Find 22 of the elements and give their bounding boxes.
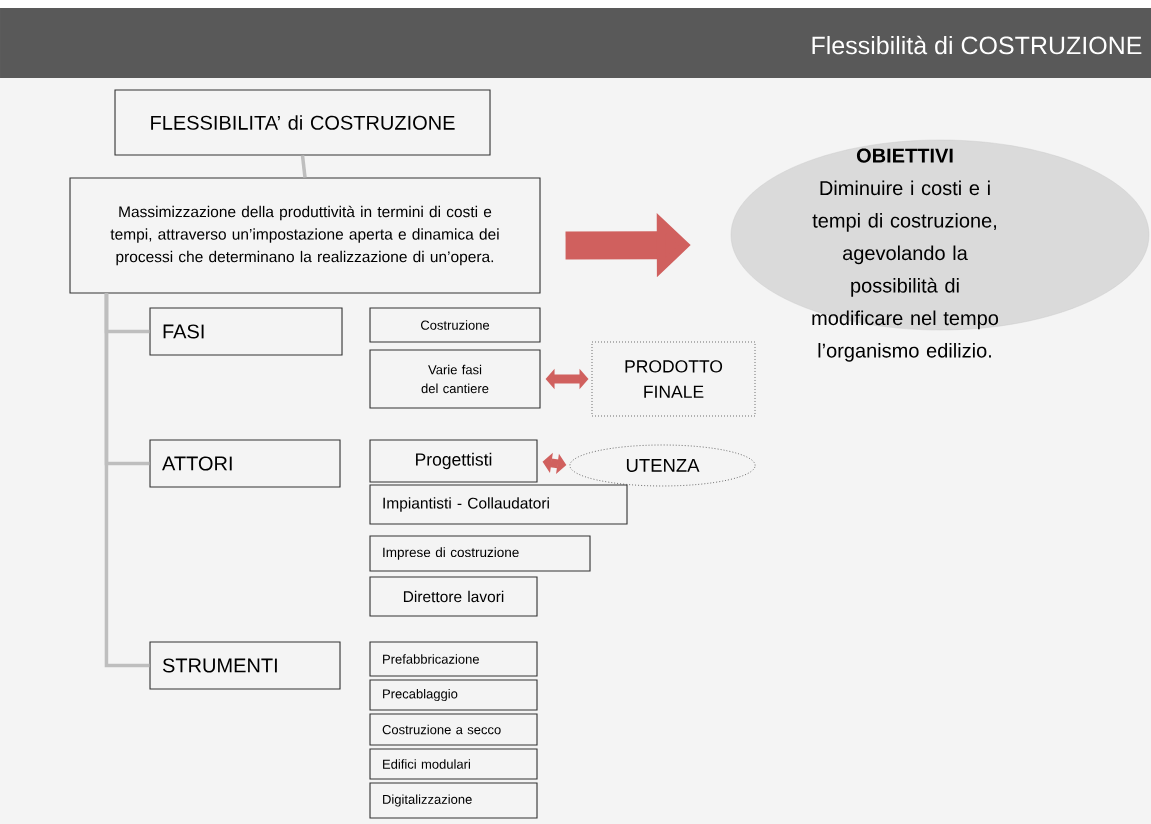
process-box: FASI bbox=[149, 307, 343, 356]
process-box: Massimizzazione della produttività in termini di costi e tempi, attraverso un’impostazione aperta e dinamica dei processi che determinano la realizzazione di un’opera. bbox=[69, 177, 541, 294]
tree-line bbox=[300, 155, 307, 178]
process-box: Precablaggio bbox=[369, 679, 538, 711]
process-box: Varie fasi del cantiere bbox=[369, 349, 541, 409]
header-bar: Flessibilità di COSTRUZIONE bbox=[0, 8, 1151, 78]
process-box: Impiantisti - Collaudatori bbox=[369, 484, 628, 525]
node-label: l’organismo edilizio. bbox=[818, 342, 991, 362]
process-box: Imprese di costruzione bbox=[369, 535, 591, 572]
process-box: Direttore lavori bbox=[369, 576, 538, 617]
process-box: ATTORI bbox=[149, 439, 341, 488]
dotted-box: PRODOTTO FINALE bbox=[591, 341, 756, 417]
process-box: Prefabbricazione bbox=[369, 641, 538, 677]
process-box: STRUMENTI bbox=[149, 641, 341, 690]
process-box: FLESSIBILITA’ di COSTRUZIONE bbox=[114, 89, 491, 156]
process-box: Costruzione bbox=[369, 307, 541, 343]
process-box: Costruzione a secco bbox=[369, 713, 538, 746]
process-box: Digitalizzazione bbox=[369, 782, 538, 819]
process-box: Progettisti bbox=[369, 439, 538, 483]
double-arrow bbox=[545, 368, 589, 390]
tree-line bbox=[104, 293, 150, 668]
process-box: Edifici modulari bbox=[369, 748, 538, 780]
